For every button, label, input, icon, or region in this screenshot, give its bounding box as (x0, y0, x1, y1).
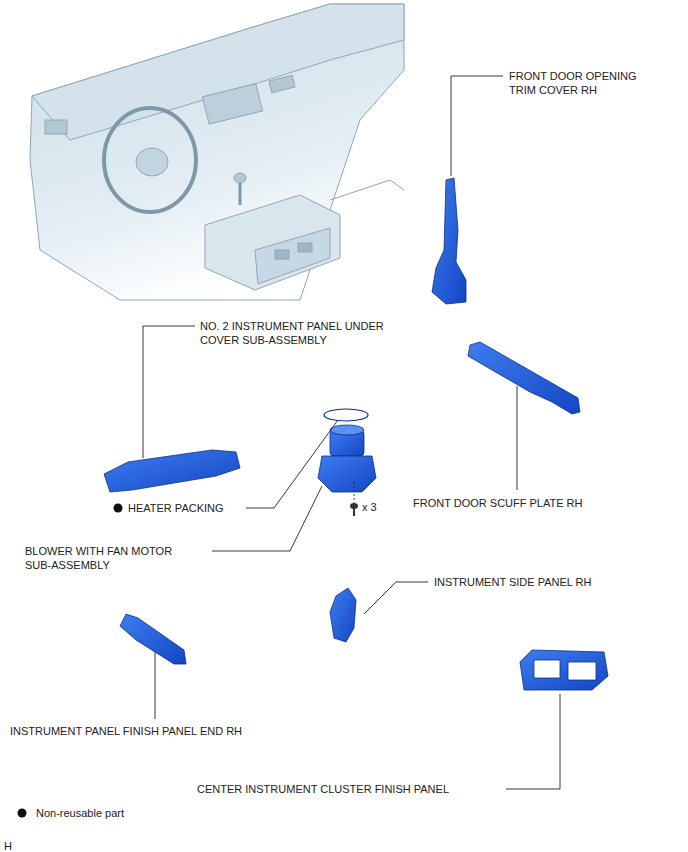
part-label: H (4, 840, 12, 852)
leader-lines (143, 76, 560, 789)
part-label: FRONT DOOR OPENING TRIM COVER RH (509, 70, 637, 96)
part-label: x 3 (362, 501, 377, 513)
part-label-box: BLOWER WITH FAN MOTOR SUB-ASSEMBLY (25, 544, 200, 572)
seat-rail (330, 180, 404, 200)
parts (104, 178, 608, 690)
dashboard-body (30, 4, 404, 300)
blower-fan-top (330, 425, 364, 435)
legend-mark (18, 809, 27, 818)
part-label: INSTRUMENT SIDE PANEL RH (434, 576, 592, 588)
leader-line (143, 326, 195, 458)
rear-vent (275, 250, 289, 259)
non-reusable-mark (114, 504, 123, 513)
screw-shank (353, 508, 355, 516)
part-label: HEATER PACKING (128, 502, 224, 514)
leader-line (517, 386, 518, 490)
leader-line (451, 76, 503, 176)
screw-symbol (350, 482, 358, 516)
rear-vent (298, 243, 312, 252)
center-display (202, 84, 262, 124)
dash-top (32, 4, 404, 140)
steering-wheel (104, 108, 196, 212)
legend-text: Non-reusable part (36, 807, 124, 819)
part-label: CENTER INSTRUMENT CLUSTER FINISH PANEL (197, 783, 449, 795)
console-rear (255, 228, 330, 284)
part-label-box: CENTER INSTRUMENT CLUSTER FINISH PANEL (197, 782, 497, 796)
door-opening-trim-cover (432, 178, 466, 304)
steering-hub (136, 148, 168, 176)
leader-line (246, 420, 338, 508)
part-label-box: H (4, 839, 24, 852)
part-label-box: HEATER PACKING (128, 501, 248, 515)
part-label: BLOWER WITH FAN MOTOR SUB-ASSEMBLY (25, 545, 172, 571)
part-label: INSTRUMENT PANEL FINISH PANEL END RH (10, 725, 242, 737)
shift-knob (234, 173, 246, 183)
finish-panel-end (120, 614, 186, 664)
part-label-box: x 3 (362, 500, 402, 514)
instrument-panel-under-cover (104, 450, 240, 492)
legend-text-box: Non-reusable part (36, 806, 176, 820)
instrument-side-panel (330, 588, 356, 642)
center-console (205, 195, 340, 290)
part-label-box: FRONT DOOR SCUFF PLATE RH (413, 496, 613, 510)
vent (269, 75, 295, 92)
part-label-box: NO. 2 INSTRUMENT PANEL UNDER COVER SUB-A… (200, 319, 405, 347)
heater-packing (324, 409, 368, 421)
part-label: FRONT DOOR SCUFF PLATE RH (413, 497, 583, 509)
leader-line (506, 694, 560, 789)
screw-axis (354, 482, 355, 503)
part-label-box: FRONT DOOR OPENING TRIM COVER RH (509, 69, 644, 97)
part-label-box: INSTRUMENT SIDE PANEL RH (434, 575, 634, 589)
part-label-box: INSTRUMENT PANEL FINISH PANEL END RH (10, 724, 300, 738)
leader-line (212, 486, 322, 551)
blower-housing (318, 456, 376, 492)
door-scuff-plate (468, 342, 580, 414)
dashboard-illustration (30, 4, 404, 300)
shift-lever (239, 180, 242, 205)
part-label: NO. 2 INSTRUMENT PANEL UNDER COVER SUB-A… (200, 320, 384, 346)
leader-line (155, 652, 156, 719)
leader-line (364, 582, 428, 614)
vent (45, 120, 67, 134)
cluster-finish-panel (520, 650, 608, 690)
